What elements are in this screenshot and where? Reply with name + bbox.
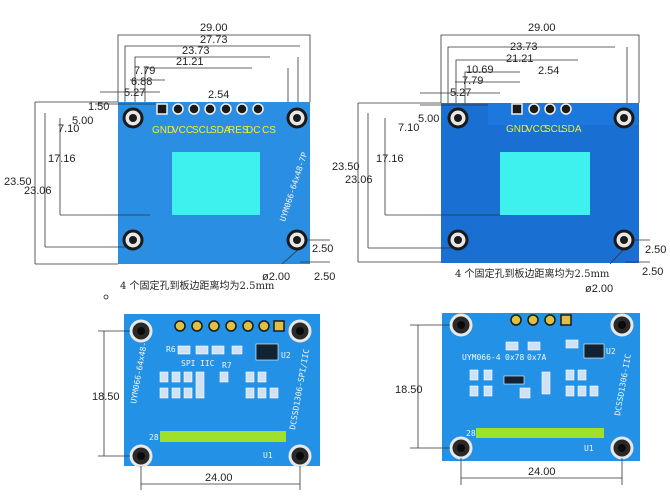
dim-edge-a: 2.50 (312, 243, 333, 255)
dim-label: 6.88 (131, 76, 152, 88)
pin-label-dc: DC (246, 125, 260, 136)
mounting-holes (447, 107, 635, 251)
bottom-left-module: SPI IIC R6 R7 28 U1 U2 UYM066-64x48-7P D… (92, 314, 320, 490)
mounting-holes (122, 107, 308, 251)
pin-label-gnd: GND (506, 124, 528, 135)
dim-label: 27.73 (200, 34, 228, 46)
dimension-lines (34, 34, 330, 265)
pin-label-cs: CS (262, 125, 276, 136)
dim-label: 1.50 (88, 101, 109, 113)
dim-edge-a: 2.50 (645, 244, 666, 256)
pin-label-sda: SDA (561, 124, 582, 135)
dim-edge-b: 2.50 (642, 266, 663, 278)
silk-28: 28 (149, 433, 159, 442)
dim-label: 23.06 (24, 185, 52, 197)
dim-label: 7.79 (134, 65, 155, 77)
top-right-module: 29.00 23.73 21.21 10.69 7.79 5.27 2.54 5… (332, 22, 666, 295)
dimension-lines (98, 330, 301, 490)
header-pads (174, 320, 285, 332)
silk-u2: U2 (606, 347, 616, 356)
dim-label: 5.27 (450, 87, 471, 99)
oled-screen (500, 152, 590, 215)
dim-label: 7.10 (58, 123, 79, 135)
pin-label-scl: SCL (192, 125, 212, 136)
silk-addr-7a: 0x7A (527, 353, 546, 362)
dim-hole-diameter: ø2.00 (585, 283, 613, 295)
smd-components (469, 339, 605, 399)
header-pads (510, 314, 572, 326)
dim-height: 18.50 (395, 384, 423, 396)
header-pads (156, 103, 264, 115)
dim-width: 24.00 (528, 466, 556, 478)
dim-label: 23.73 (510, 41, 538, 53)
dim-label: 5.27 (124, 87, 145, 99)
dim-label: 21.21 (506, 53, 534, 65)
dim-label: 23.50 (332, 161, 360, 173)
dim-label: 5.00 (72, 115, 93, 127)
silk-u2: U2 (281, 351, 291, 360)
dimension-lines (410, 324, 623, 485)
dim-width: 29.00 (528, 22, 556, 34)
board-header-strip (488, 103, 638, 125)
dim-hole-diameter: ø2.00 (262, 271, 290, 283)
silk-r7: R7 (222, 361, 232, 370)
silk-iic: IIC (200, 359, 215, 368)
bullet-mark (103, 294, 109, 300)
silk-model: UYM066-4 (462, 353, 501, 362)
header-pads (511, 103, 572, 115)
mounting-note: 4 个固定孔到板边距离均为2.5mm (120, 279, 275, 292)
top-left-module: 29.00 27.73 23.73 21.21 7.79 6.88 5.27 2… (4, 22, 335, 300)
fpc-connector (476, 428, 604, 438)
dim-label: 10.69 (466, 64, 494, 76)
bottom-right-module: 0x78 0x7A 28 U1 U2 UYM066-4 DCSSD1306-II… (395, 313, 640, 485)
dim-label: 5.00 (418, 113, 439, 125)
pin-label-gnd: GND (152, 125, 174, 136)
silk-28: 28 (466, 429, 476, 438)
fpc-connector (160, 431, 286, 442)
oled-screen (172, 152, 260, 215)
pin-label-vcc: VCC (172, 125, 193, 136)
dim-label: 2.54 (538, 65, 559, 77)
dim-width: 29.00 (200, 22, 228, 34)
pin-label-sda: SDA (210, 125, 231, 136)
dim-label: 7.10 (398, 122, 419, 134)
silk-u1: U1 (263, 451, 273, 460)
silk-spi: SPI (181, 359, 196, 368)
dim-label: 2.54 (208, 89, 229, 101)
dim-label: 21.21 (176, 56, 204, 68)
dim-label: 23.50 (4, 176, 32, 188)
dim-label: 7.79 (462, 75, 483, 87)
pin-label-vcc: VCC (526, 124, 547, 135)
dim-label: 23.06 (345, 174, 373, 186)
dim-width: 24.00 (205, 472, 233, 484)
silk-r6: R6 (166, 345, 176, 354)
smd-components (159, 343, 279, 399)
dim-label: 17.16 (48, 153, 76, 165)
pin-label-res: RES (228, 125, 249, 136)
dim-label: 23.73 (182, 45, 210, 57)
dim-edge-b: 2.50 (314, 271, 335, 283)
dim-height: 18.50 (92, 391, 120, 403)
silk-addr-78: 0x78 (505, 353, 524, 362)
mounting-note: 4 个固定孔到板边距离均为2.5mm (455, 267, 610, 280)
dim-label: 17.16 (376, 153, 404, 165)
dimension-lines (357, 34, 650, 265)
pin-label-scl: SCL (544, 124, 564, 135)
silk-u1: U1 (584, 444, 594, 453)
